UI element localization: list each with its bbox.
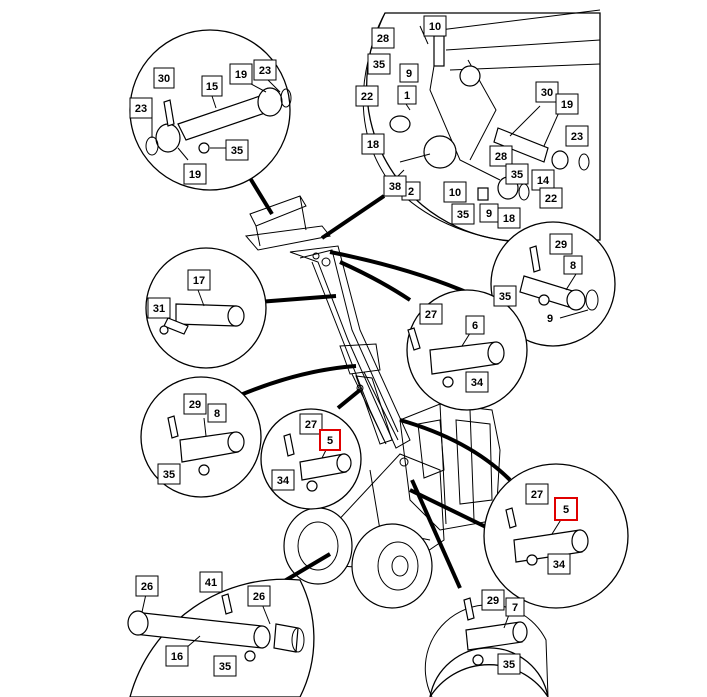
callout-30: 30	[541, 87, 553, 99]
callout-23: 23	[571, 131, 583, 143]
callout-6: 6	[472, 320, 478, 332]
callout-34: 34	[471, 377, 484, 389]
callout-17: 17	[193, 275, 205, 287]
callout-30: 30	[158, 73, 170, 85]
detail-circle-1	[129, 29, 292, 191]
callout-1: 1	[404, 90, 410, 102]
callout-26: 26	[141, 581, 153, 593]
detail-circle-10	[424, 597, 549, 697]
callout-28: 28	[495, 151, 507, 163]
callout-27: 27	[531, 489, 543, 501]
callout-19: 19	[561, 99, 573, 111]
telehandler-machine	[245, 195, 501, 609]
callouts: 30 15 19 23 23 35 19 28 10 35 9 22 1 30 …	[129, 15, 589, 677]
detail-circle-8	[483, 463, 629, 609]
callout-29: 29	[555, 239, 567, 251]
detail-circle-4	[145, 247, 267, 369]
callout-35: 35	[499, 291, 511, 303]
callout-35: 35	[231, 145, 243, 157]
callout-35: 35	[373, 59, 385, 71]
callout-15: 15	[206, 81, 218, 93]
callout-10: 10	[429, 21, 441, 33]
callout-16: 16	[171, 651, 183, 663]
callout-29: 29	[189, 399, 201, 411]
callout-8: 8	[570, 260, 576, 272]
callout-19: 19	[235, 69, 247, 81]
callout-9: 9	[547, 313, 553, 325]
callout-23: 23	[259, 65, 271, 77]
callout-9: 9	[406, 68, 412, 80]
callout-5-highlighted: 5	[327, 435, 333, 447]
callout-27: 27	[305, 419, 317, 431]
leader-lines	[237, 176, 512, 589]
callout-18: 18	[367, 139, 379, 151]
callout-29: 29	[487, 595, 499, 607]
callout-8: 8	[214, 408, 220, 420]
callout-31: 31	[153, 303, 165, 315]
detail-circle-9	[127, 578, 315, 697]
callout-14: 14	[537, 175, 550, 187]
callout-28: 28	[377, 33, 389, 45]
callout-35: 35	[163, 469, 175, 481]
callout-18: 18	[503, 213, 515, 225]
detail-circle-3	[490, 221, 616, 347]
callout-2: 2	[408, 186, 414, 198]
callout-41: 41	[205, 577, 217, 589]
callout-19: 19	[189, 169, 201, 181]
callout-7: 7	[512, 602, 518, 614]
callout-9: 9	[486, 208, 492, 220]
callout-38: 38	[389, 181, 401, 193]
callout-27: 27	[425, 309, 437, 321]
callout-5-highlighted: 5	[563, 504, 569, 516]
callout-35: 35	[457, 209, 469, 221]
callout-34: 34	[277, 475, 290, 487]
callout-22: 22	[545, 193, 557, 205]
callout-10: 10	[449, 187, 461, 199]
callout-23: 23	[135, 103, 147, 115]
callout-22: 22	[361, 91, 373, 103]
callout-34: 34	[553, 559, 566, 571]
callout-35: 35	[219, 661, 231, 673]
callout-26: 26	[253, 591, 265, 603]
callout-35: 35	[511, 169, 523, 181]
callout-35: 35	[503, 659, 515, 671]
